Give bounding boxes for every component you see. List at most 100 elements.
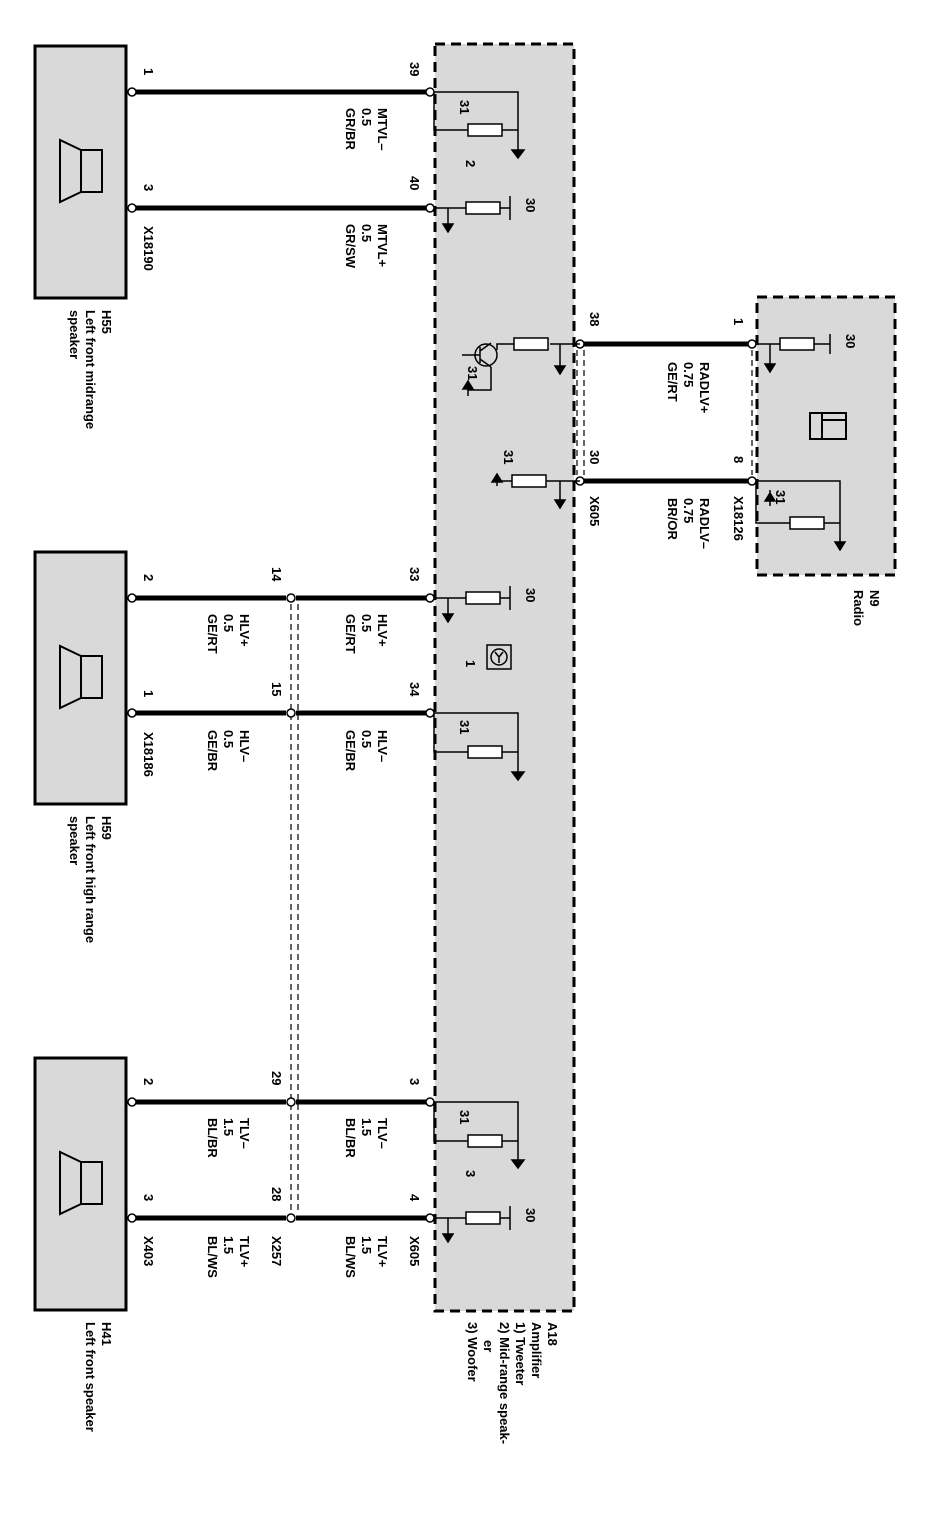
wire-label-hlv-minus-out: HLV– 0.5 GE/BR [205,730,252,772]
wire-label-tlv-plus-out: TLV+ 1.5 BL/WS [205,1236,252,1278]
wire-label-radlv-minus: RADLV– 0.75 BR/OR [665,498,712,549]
connector-label: X257 [269,1236,284,1266]
svg-text:0.5: 0.5 [221,614,236,632]
svg-text:GE/BR: GE/BR [343,730,358,772]
svg-text:HLV–: HLV– [237,730,252,762]
terminal-label: 30 [523,198,538,212]
connector-label: X605 [407,1236,422,1266]
svg-text:MTVL+: MTVL+ [375,224,390,267]
pin-label: 15 [269,682,284,696]
svg-text:GE/RT: GE/RT [665,362,680,402]
svg-text:HLV+: HLV+ [375,614,390,647]
component-label-h41: H41 Left front speaker [83,1322,114,1432]
wire-label-hlv-minus-in: HLV– 0.5 GE/BR [343,730,390,772]
svg-text:BL/WS: BL/WS [343,1236,358,1278]
svg-text:Left front high range: Left front high range [83,816,98,943]
svg-text:1.5: 1.5 [359,1118,374,1136]
wire-label-tlv-plus-in: TLV+ 1.5 BL/WS [343,1236,390,1278]
pin-label: 30 [587,450,602,464]
speaker-icon [59,644,103,710]
svg-text:RADLV+: RADLV+ [697,362,712,414]
component-label-a18: A18 Amplifier 1) Tweeter 2) Mid-range sp… [465,1322,560,1444]
terminal-label: 3 [463,1170,478,1177]
svg-text:TLV+: TLV+ [375,1236,390,1268]
svg-text:Radio: Radio [851,590,866,626]
svg-text:BL/BR: BL/BR [343,1118,358,1158]
pin-label: 28 [269,1187,284,1201]
svg-text:0.75: 0.75 [681,498,696,523]
svg-text:HLV–: HLV– [375,730,390,762]
connector-label: X18190 [141,226,156,271]
amplifier-module [433,42,576,1313]
wire-label-radlv-plus: RADLV+ 0.75 GE/RT [665,362,712,414]
terminal-label: 31 [457,720,472,734]
svg-text:GE/RT: GE/RT [205,614,220,654]
connector-label: X605 [587,496,602,526]
svg-text:Amplifier: Amplifier [529,1322,544,1378]
tweeter-icon [486,644,512,670]
pin-label: 33 [407,567,422,581]
svg-text:GR/BR: GR/BR [343,108,358,151]
component-label-n9: N9 Radio [851,590,882,626]
svg-text:H55: H55 [99,310,114,334]
pin-label: 2 [141,1078,156,1085]
terminal-label: 31 [457,1110,472,1124]
svg-text:Left front speaker: Left front speaker [83,1322,98,1432]
svg-text:N9: N9 [867,590,882,607]
svg-text:H41: H41 [99,1322,114,1346]
svg-text:0.5: 0.5 [359,224,374,242]
svg-text:er: er [481,1340,496,1352]
svg-text:3) Woofer: 3) Woofer [465,1322,480,1382]
connector-label: X403 [141,1236,156,1266]
connector-label: X18126 [731,496,746,541]
wire-label-tlv-minus-in: TLV– 1.5 BL/BR [343,1118,390,1158]
wire-set [132,89,752,1221]
svg-text:2) Mid-range speak-: 2) Mid-range speak- [497,1322,512,1444]
pin-label: 14 [269,567,284,582]
terminal-label: 30 [843,334,858,348]
pin-label: 39 [407,62,422,76]
radio-icon [809,412,847,440]
svg-text:speaker: speaker [67,816,82,865]
terminal-label: 31 [773,490,788,504]
svg-text:0.5: 0.5 [359,108,374,126]
svg-text:BR/OR: BR/OR [665,498,680,541]
svg-text:TLV+: TLV+ [237,1236,252,1268]
pin-label: 1 [141,690,156,697]
component-label-h55: H55 Left front midrange speaker [67,310,114,429]
terminal-label: 31 [457,100,472,114]
svg-text:1.5: 1.5 [221,1236,236,1254]
svg-text:1) Tweeter: 1) Tweeter [513,1322,528,1385]
terminal-label: 31 [501,450,516,464]
svg-text:TLV–: TLV– [375,1118,390,1149]
svg-text:TLV–: TLV– [237,1118,252,1149]
connector-label: X18186 [141,732,156,777]
pin-label: 3 [141,184,156,191]
pin-label: 4 [407,1194,422,1202]
pin-label: 2 [141,574,156,581]
terminal-label: 30 [523,588,538,602]
connector-x605-outline [576,350,585,475]
wire-label-hlv-plus-out: HLV+ 0.5 GE/RT [205,614,252,654]
speaker-icon [59,138,103,204]
pin-label: 8 [731,456,746,463]
svg-text:Left front midrange: Left front midrange [83,310,98,429]
svg-text:MTVL–: MTVL– [375,108,390,151]
pin-label: 29 [269,1071,284,1085]
wire-label-mtvl-minus: MTVL– 0.5 GR/BR [343,108,390,151]
terminal-label: 2 [463,160,478,167]
pin-label: 38 [587,312,602,326]
svg-text:speaker: speaker [67,310,82,359]
terminal-label: 30 [523,1208,538,1222]
svg-text:GR/SW: GR/SW [343,224,358,269]
svg-text:BL/BR: BL/BR [205,1118,220,1158]
svg-text:0.5: 0.5 [221,730,236,748]
pin-markers [127,87,757,1223]
terminal-label: 31 [465,366,480,380]
pin-label: 40 [407,176,422,190]
pin-label: 3 [141,1194,156,1201]
svg-text:1.5: 1.5 [359,1236,374,1254]
wire-label-mtvl-plus: MTVL+ 0.5 GR/SW [343,224,390,269]
